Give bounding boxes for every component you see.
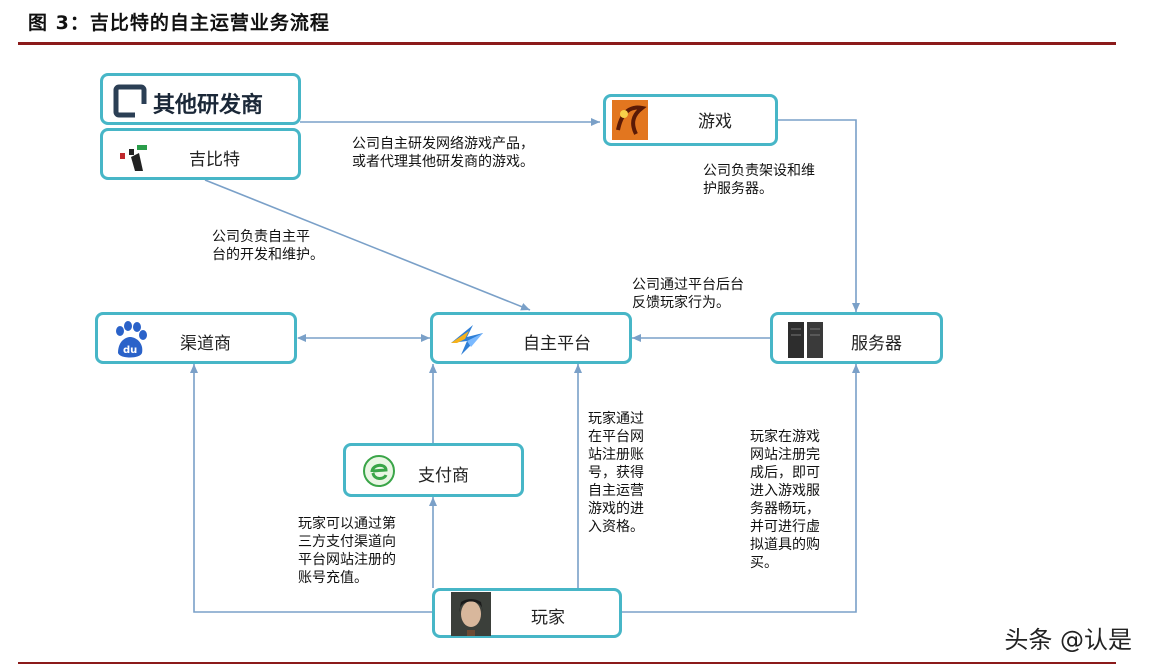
node-platform: 自主平台 — [430, 312, 632, 364]
node-channel: du 渠道商 — [95, 312, 297, 364]
baidu-paw-icon: du — [116, 321, 147, 358]
note-develop: 公司自主研发网络游戏产品， 或者代理其他研发商的游戏。 — [352, 136, 534, 170]
payment-e-icon — [363, 455, 395, 487]
arrow-player-to-channel — [190, 364, 432, 613]
note-register: 玩家通过 在平台网 站注册账 号，获得 自主运营 游戏的进 入资格。 — [588, 411, 644, 535]
jibite-logo-icon — [120, 145, 147, 171]
node-label: 游戏 — [698, 112, 732, 132]
node-jibite: 吉比特 — [100, 128, 301, 180]
node-game: 游戏 — [603, 94, 778, 146]
node-label: 支付商 — [418, 466, 469, 486]
watermark-text: 头条 @认是 — [1004, 626, 1132, 654]
figure-title: 图 3：吉比特的自主运营业务流程 — [28, 12, 330, 34]
note-platform-dev: 公司负责自主平 台的开发和维护。 — [212, 229, 324, 263]
note-build-server: 公司负责架设和维 护服务器。 — [703, 163, 815, 197]
arrow-player-to-server — [622, 364, 860, 613]
top-rule — [18, 42, 1116, 45]
node-label: 吉比特 — [189, 150, 240, 170]
node-server: 服务器 — [770, 312, 943, 364]
arrow-jibite-to-platform — [204, 179, 531, 311]
node-payment: 支付商 — [343, 443, 524, 497]
svg-text:du: du — [123, 345, 137, 356]
node-label: 渠道商 — [180, 334, 231, 354]
note-feedback: 公司通过平台后台 反馈玩家行为。 — [632, 277, 744, 311]
player-avatar-icon — [451, 592, 491, 636]
node-label: 玩家 — [531, 608, 565, 628]
game-logo-icon — [612, 100, 648, 140]
node-label: 自主平台 — [523, 334, 591, 354]
bottom-rule — [18, 662, 1116, 664]
arrow-game-to-server — [778, 119, 860, 312]
lightning-logo-icon — [451, 325, 483, 355]
node-player: 玩家 — [432, 588, 622, 638]
note-play: 玩家在游戏 网站注册完 成后，即可 进入游戏服 务器畅玩， 并可进行虚 拟道具的… — [750, 429, 820, 571]
server-rack-icon — [788, 322, 823, 358]
bracket-logo-icon — [113, 84, 147, 118]
node-label: 服务器 — [851, 334, 902, 354]
node-other-developer: 其他研发商 — [100, 73, 301, 125]
node-label: 其他研发商 — [153, 93, 264, 118]
note-recharge: 玩家可以通过第 三方支付渠道向 平台网站注册的 账号充值。 — [298, 516, 396, 586]
